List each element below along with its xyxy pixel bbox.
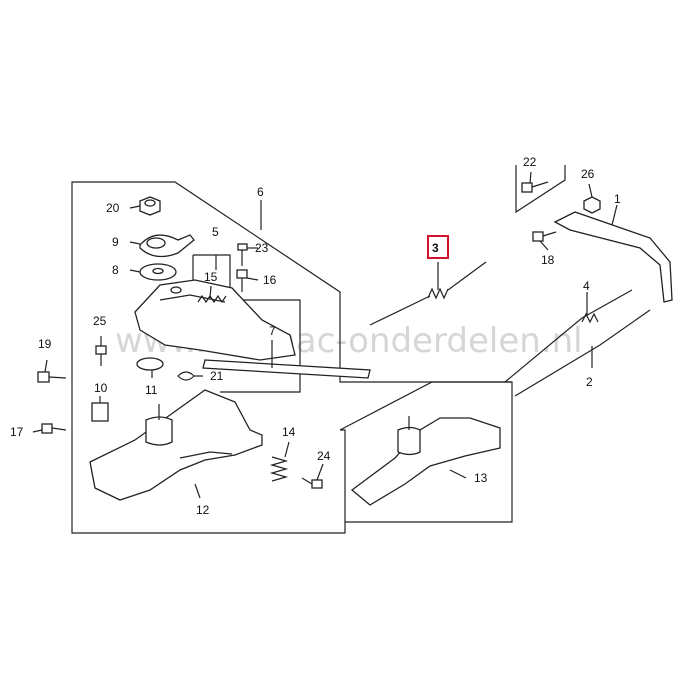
clip-21 — [177, 371, 195, 381]
callout-16: 16 — [263, 273, 277, 287]
callout-13: 13 — [474, 471, 488, 485]
callout-4: 4 — [583, 279, 590, 293]
rod-7 — [202, 359, 371, 379]
callout-6: 6 — [257, 185, 264, 199]
callout-17: 17 — [10, 425, 24, 439]
callout-12: 12 — [196, 503, 210, 517]
leader-lines — [32, 171, 618, 499]
bolt-17 — [41, 423, 67, 434]
nut-26 — [583, 196, 601, 214]
washer-8 — [139, 263, 177, 281]
callout-15: 15 — [204, 270, 218, 284]
washer-11 — [136, 357, 164, 371]
callout-22: 22 — [523, 155, 537, 169]
callout-9: 9 — [112, 235, 119, 249]
bolt-22-outline — [515, 165, 566, 214]
bolt-16 — [236, 269, 248, 292]
callout-26: 26 — [581, 167, 595, 181]
callout-3: 3 — [432, 241, 439, 255]
callout-23: 23 — [255, 241, 269, 255]
assembly-outline — [71, 181, 513, 534]
callout-21: 21 — [210, 369, 224, 383]
clip-nut-10 — [91, 402, 109, 422]
bolt-25 — [95, 345, 107, 366]
lever-arm-1 — [553, 211, 673, 303]
callout-1: 1 — [614, 192, 621, 206]
callout-7: 7 — [269, 324, 276, 338]
callout-11: 11 — [145, 383, 158, 397]
part-7-outline — [220, 299, 301, 393]
bolt-24 — [301, 477, 323, 489]
nut-20 — [139, 196, 161, 216]
bolt-19 — [37, 371, 67, 383]
callout-24: 24 — [317, 449, 331, 463]
subassembly-outline — [339, 381, 512, 522]
spring-3 — [369, 261, 487, 326]
base-plate-12 — [89, 389, 263, 501]
callout-10: 10 — [94, 381, 108, 395]
callout-8: 8 — [112, 263, 119, 277]
spring-14 — [269, 456, 289, 482]
callout-5: 5 — [212, 225, 219, 239]
callout-3-highlight-box — [427, 235, 449, 259]
cam-washer-9 — [139, 234, 195, 258]
callout-18: 18 — [541, 253, 555, 267]
spring-15 — [197, 294, 227, 304]
callout-19: 19 — [38, 337, 52, 351]
bolt-18 — [532, 231, 557, 242]
spring-rod-2-4 — [504, 289, 651, 397]
sub-plate-13 — [350, 416, 501, 506]
callout-14: 14 — [282, 425, 296, 439]
bolt-22 — [521, 181, 549, 193]
bolt-23 — [237, 243, 248, 266]
callout-20: 20 — [106, 201, 120, 215]
control-plate-6 — [134, 279, 296, 361]
callout-2: 2 — [586, 375, 593, 389]
callout-labels: 1 2 3 4 5 6 7 8 9 10 11 12 13 14 15 16 1… — [10, 155, 621, 517]
callout-25: 25 — [93, 314, 107, 328]
